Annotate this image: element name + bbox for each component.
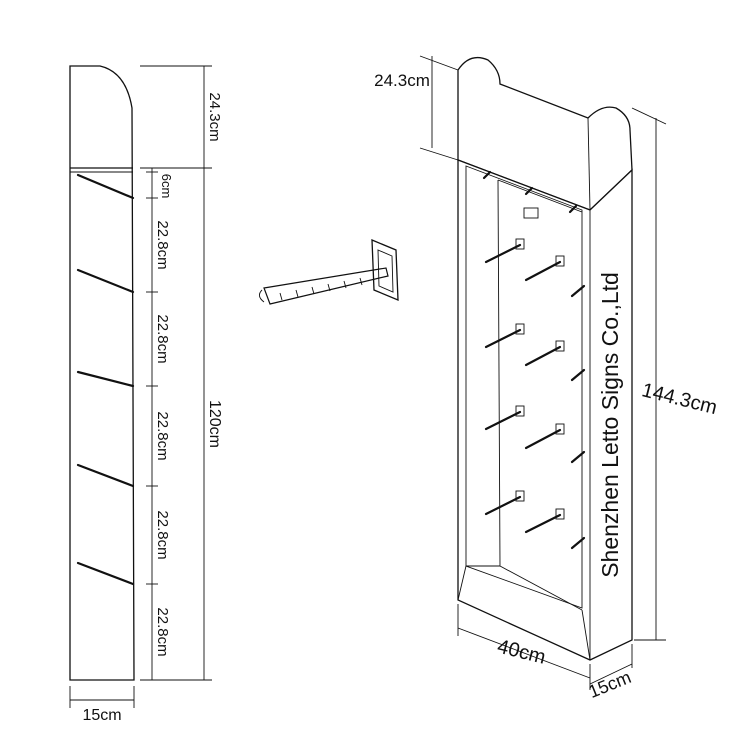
front-hook	[484, 495, 522, 516]
front-hook	[570, 450, 586, 464]
front-header-height-label: 24.3cm	[374, 71, 430, 90]
front-width-label: 40cm	[495, 636, 548, 669]
front-hook	[524, 260, 562, 282]
front-hook	[570, 368, 586, 382]
front-hook	[524, 345, 562, 367]
side-hook	[76, 463, 135, 488]
front-view: Shenzhen Letto Signs Co.,Ltd 24.3cm 144.…	[374, 55, 720, 702]
side-hooks	[76, 173, 135, 586]
side-spacing-label: 22.8cm	[154, 411, 171, 460]
hook-detail	[259, 239, 399, 305]
front-hook	[484, 243, 522, 264]
side-top-gap-label: 6cm	[159, 174, 174, 199]
side-depth-label: 15cm	[82, 707, 121, 724]
front-hook	[524, 513, 562, 534]
side-body-height-label: 120cm	[206, 400, 223, 448]
side-hook	[76, 173, 135, 200]
side-panel-outline	[69, 65, 135, 681]
front-hook	[484, 410, 522, 431]
front-hooks	[484, 243, 586, 550]
side-spacing-label: 22.8cm	[154, 510, 171, 559]
side-view: 24.3cm 120cm 6cm 22.8cm 22.8cm 22.8cm 22…	[69, 65, 223, 724]
side-hook	[76, 561, 135, 586]
front-depth-label: 15cm	[586, 667, 634, 702]
front-total-height-label: 144.3cm	[640, 379, 720, 419]
brand-text: Shenzhen Letto Signs Co.,Ltd	[597, 272, 623, 578]
side-header-height-label: 24.3cm	[206, 92, 223, 141]
hook-arm	[263, 267, 389, 305]
side-hook	[76, 268, 135, 294]
side-spacing-label: 22.8cm	[154, 314, 171, 363]
front-hook	[570, 536, 586, 550]
front-hook	[570, 284, 586, 298]
front-hook	[484, 328, 522, 349]
side-hook	[76, 370, 135, 388]
side-spacing-label: 22.8cm	[154, 220, 171, 269]
side-spacing-label: 22.8cm	[154, 607, 171, 656]
front-header	[457, 56, 633, 211]
front-hook	[524, 428, 562, 450]
